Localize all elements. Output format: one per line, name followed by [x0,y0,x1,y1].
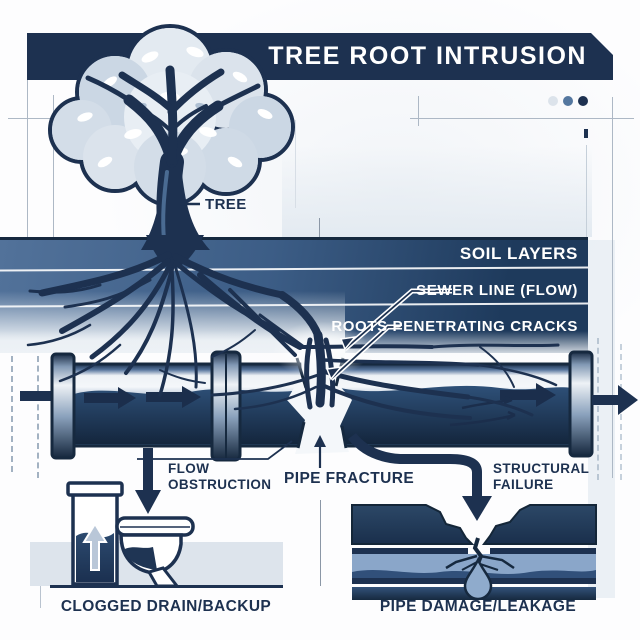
guide-line [319,218,320,246]
standpipe-cap [66,481,124,497]
panel-divider-line [320,500,321,586]
pipe-damage-illustration [351,504,597,601]
leak-droplet-icon [463,557,493,601]
guide-line [53,95,54,238]
roots-cracks-leader-arrow [325,324,402,381]
tick-mark [584,129,588,138]
dot-medium-icon [563,96,573,106]
structural-failure-label: STRUCTURAL FAILURE [493,461,589,493]
flow-obstruction-label: FLOW OBSTRUCTION [168,461,272,493]
sewer-line-label: SEWER LINE (FLOW) [416,282,578,299]
pipe-wall-stripe [352,578,470,584]
annotation-arrows [135,432,492,521]
guide-line [295,120,296,208]
down-arrow-icon [135,448,161,514]
root-strands [26,251,560,420]
tree-roots-illustration [26,235,560,420]
guide-line [418,96,419,126]
flow-arrow-icon [84,383,556,409]
pipe-wall-stripe [352,548,468,554]
sewer-line-leader-arrow [339,288,452,351]
clogged-drain-label: CLOGGED DRAIN/BACKUP [60,598,272,615]
pipe-fracture-arrow-icon [314,435,326,468]
dashed-guide-line [11,356,13,472]
guide-line [8,118,75,119]
guide-line [612,97,613,478]
pipe-damage-label: PIPE DAMAGE/LEAKAGE [379,598,577,615]
legend-dots [548,96,588,106]
sky-above-soil-gradient [282,146,592,237]
flow-obstruction-leader [137,440,293,460]
tree-label: TREE [205,196,247,213]
guide-line [27,80,28,238]
guide-line [410,118,634,119]
pipe-wall-stripe [490,548,596,554]
tree-illustration [48,24,295,252]
dashed-guide-line [37,356,39,478]
toilet-backup-illustration [66,481,195,588]
roots-penetrating-label: ROOTS PENETRATING CRACKS [331,318,578,335]
inlet-stub [20,391,58,401]
pipe-wall-stripe [488,578,596,584]
dot-dark-icon [578,96,588,106]
pipe-end-flange-left [50,352,76,460]
sewer-pipe-illustration [20,346,638,462]
top-band-right [482,504,597,545]
dashed-guide-line [597,338,599,480]
trunk-base [141,174,210,250]
floor-line [50,585,283,588]
thin-flow-arrow-icon [449,395,516,427]
bowl-water [123,547,157,570]
soil-layers-label: SOIL LAYERS [459,244,578,263]
page-title: TREE ROOT INTRUSION [268,42,587,70]
backup-up-arrow-icon [82,522,108,571]
structural-failure-elbow-arrow-icon [348,432,492,521]
guide-line [586,145,587,238]
outlet-arrow-icon [592,385,638,415]
pipe-fracture-label: PIPE FRACTURE [284,470,415,487]
top-band-left [351,504,475,545]
dot-light-icon [548,96,558,106]
trunk-highlight [161,170,169,242]
crack-veins [445,537,515,577]
tree-trunk-branches [85,65,261,252]
